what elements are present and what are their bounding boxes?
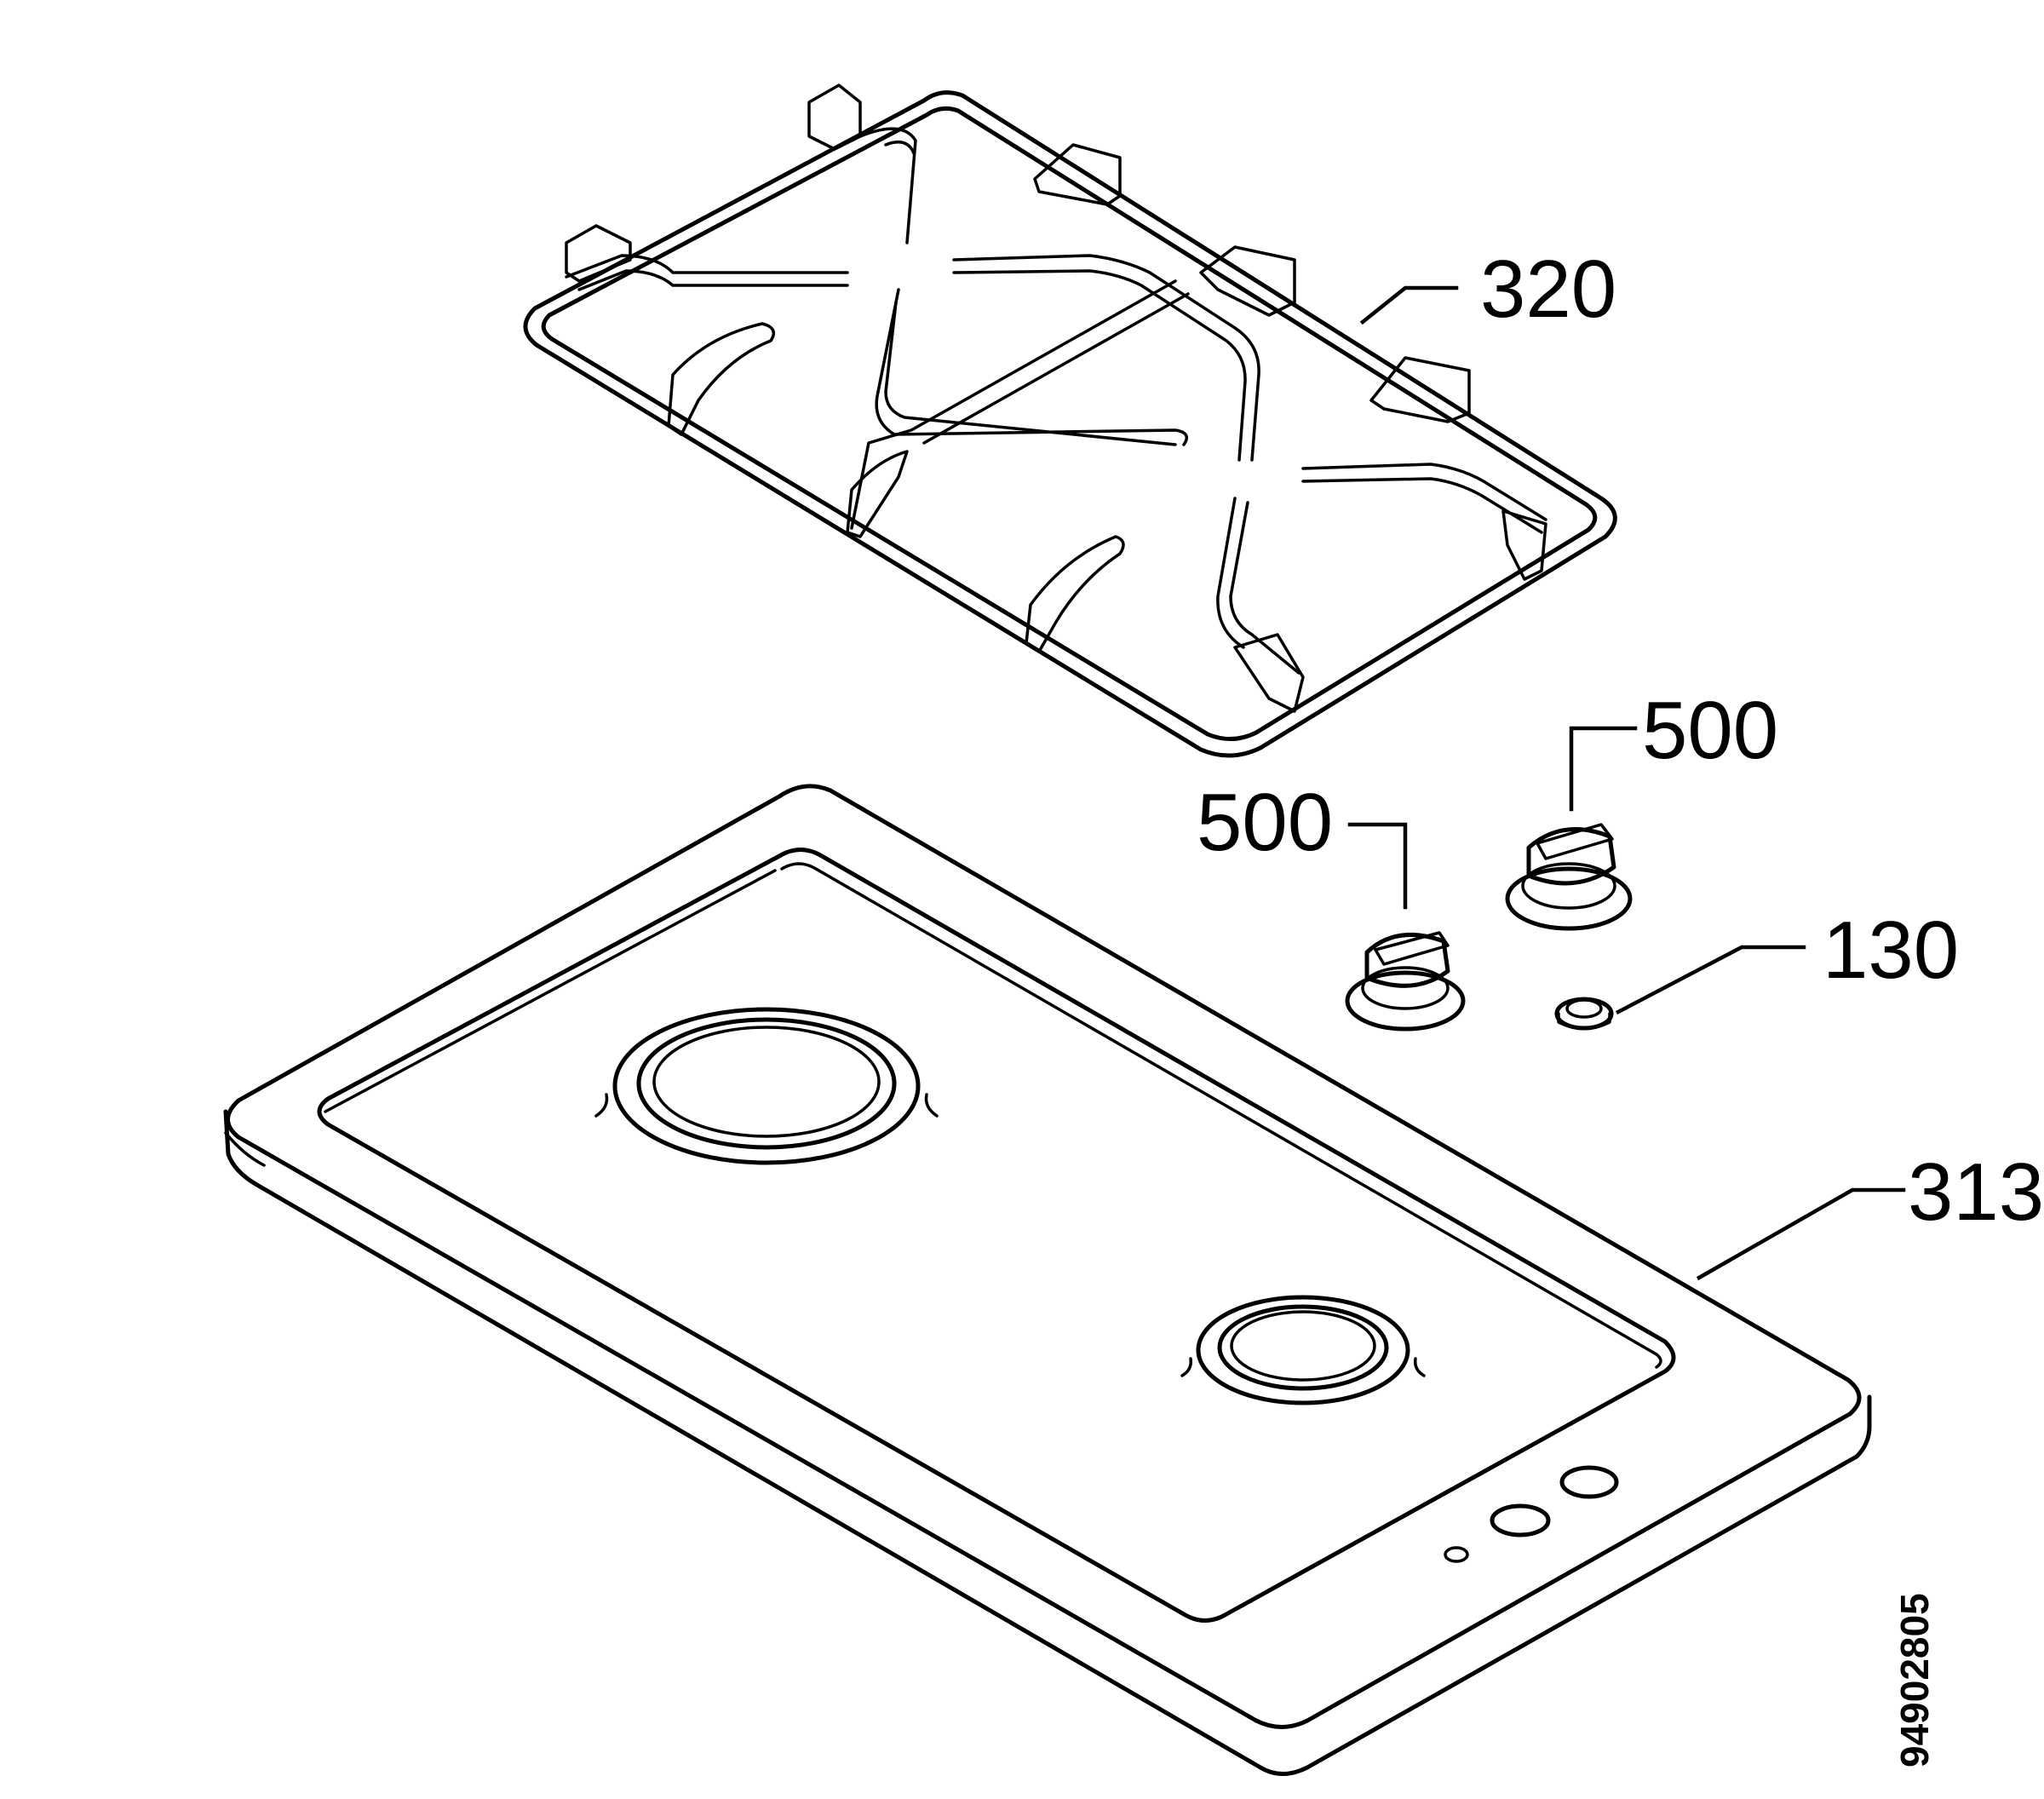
hob-top-plate [223,784,1872,1776]
label-500-right: 500 [1642,685,1778,776]
pan-support-grate [523,83,1617,758]
label-130: 130 [1823,905,1959,996]
leader-320 [1359,285,1459,325]
leader-500-right [1569,726,1638,812]
control-holes [1444,1465,1619,1563]
label-313: 313 [1908,1147,2044,1238]
fixing-nut [1554,997,1614,1031]
label-320: 320 [1480,244,1616,335]
leader-500-left [1347,822,1408,910]
burner-ring-large [594,1007,939,1165]
control-knob-left [1345,931,1466,1032]
control-knob-right [1505,823,1633,931]
burner-ring-small [1180,1295,1426,1405]
document-code: 94902805 [1892,1593,1937,1767]
leader-130 [1615,945,1806,1015]
leader-313 [1696,1187,1906,1281]
label-500-left: 500 [1197,777,1333,868]
